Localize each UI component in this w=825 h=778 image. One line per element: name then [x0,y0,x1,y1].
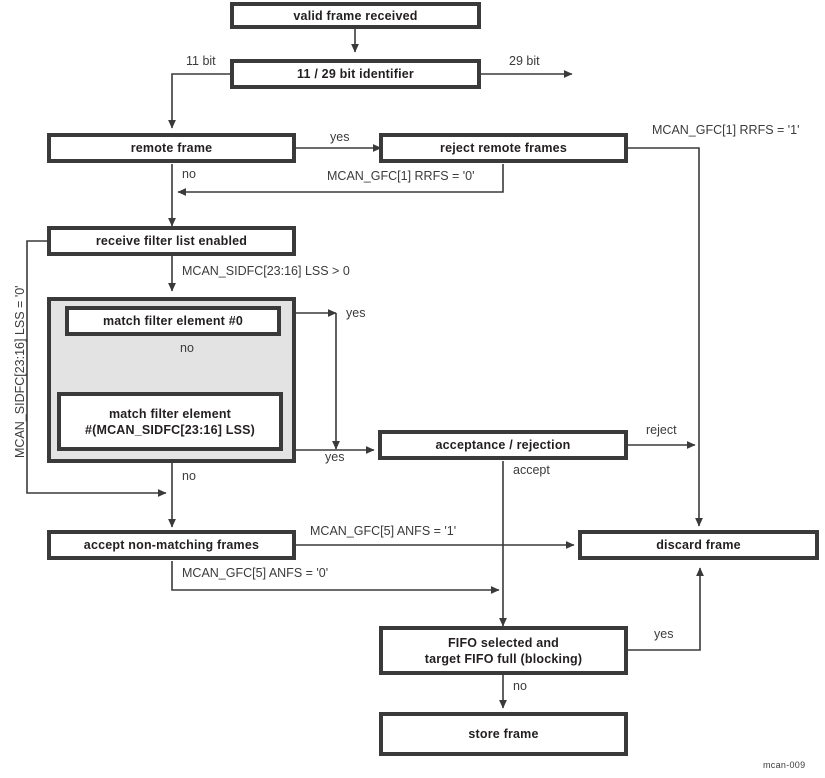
node-valid-frame-received[interactable]: valid frame received [230,2,481,29]
edge-label-fifo-yes: yes [654,627,674,641]
node-fifo-selected-target-full[interactable]: FIFO selected and target FIFO full (bloc… [379,626,628,675]
edge-label-remote-yes: yes [330,130,350,144]
node-label-line2: #(MCAN_SIDFC[23:16] LSS) [84,422,256,437]
node-discard-frame[interactable]: discard frame [578,530,819,560]
node-label: discard frame [656,538,741,552]
node-match-filter-element-last[interactable]: match filter element #(MCAN_SIDFC[23:16]… [57,392,283,451]
node-label-line1: FIFO selected and [447,635,560,650]
node-identifier[interactable]: 11 / 29 bit identifier [230,59,481,89]
node-label: store frame [468,727,539,741]
node-label: valid frame received [293,8,418,23]
node-label: match filter element #0 [102,314,244,328]
edge-label-rrfs-0: MCAN_GFC[1] RRFS = '0' [327,169,475,183]
node-reject-remote-frames[interactable]: reject remote frames [379,133,628,163]
edge-label-match-yes-bottom: yes [325,450,345,464]
node-store-frame[interactable]: store frame [379,712,628,756]
edge-label-reject: reject [646,423,677,437]
edge-label-anfs-1: MCAN_GFC[5] ANFS = '1' [310,524,457,538]
node-label: reject remote frames [440,141,567,155]
edge-label-lss-equals-0: MCAN_SIDFC[23:16] LSS = '0' [13,285,27,458]
figure-id-label: mcan-009 [763,760,806,770]
node-label: 11 / 29 bit identifier [297,67,414,81]
edge-label-match-yes-top: yes [346,306,366,320]
edge-label-match-no: no [180,341,194,355]
node-receive-filter-list-enabled[interactable]: receive filter list enabled [47,226,296,256]
node-acceptance-rejection[interactable]: acceptance / rejection [378,430,628,460]
node-label: receive filter list enabled [95,234,248,248]
edge-label-11-bit: 11 bit [186,54,216,68]
node-label-line2: target FIFO full (blocking) [424,651,583,666]
edge-label-accept: accept [513,463,550,477]
node-label: remote frame [130,141,213,155]
node-label: accept non-matching frames [83,538,260,552]
node-accept-non-matching-frames[interactable]: accept non-matching frames [47,530,296,560]
edge-label-fifo-no: no [513,679,527,693]
node-label: acceptance / rejection [435,438,571,452]
edge-label-29-bit: 29 bit [509,54,540,68]
edge-label-remote-no: no [182,167,196,181]
edge-label-anfs-0: MCAN_GFC[5] ANFS = '0' [182,566,329,580]
edge-label-lss-greater-0: MCAN_SIDFC[23:16] LSS > 0 [182,264,350,278]
node-match-filter-element-0[interactable]: match filter element #0 [65,306,281,336]
edge-label-filter-no: no [182,469,196,483]
node-label-line1: match filter element [108,406,232,421]
node-remote-frame[interactable]: remote frame [47,133,296,163]
edge-label-rrfs-1: MCAN_GFC[1] RRFS = '1' [652,123,800,137]
